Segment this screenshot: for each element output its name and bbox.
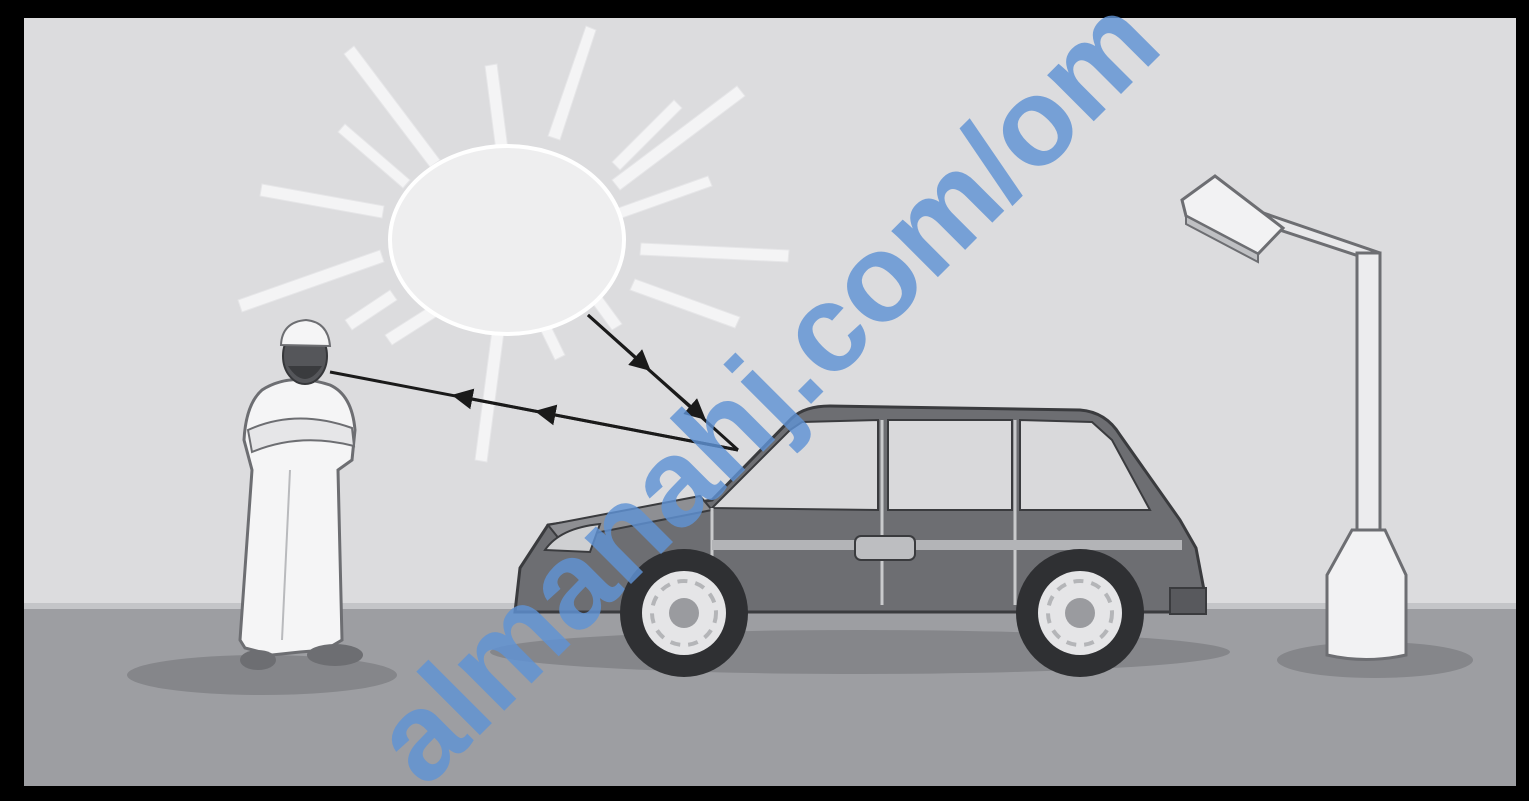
lamp-pole: [1355, 251, 1382, 540]
reflected-ray-arrow-1: [534, 404, 739, 452]
person-beard: [288, 366, 322, 379]
car-rear-wheel: [1016, 549, 1144, 677]
person-in-dishdasha: [238, 318, 363, 670]
car-trim-strip: [712, 540, 1182, 550]
person-right-foot: [307, 644, 363, 666]
car-window-middle: [887, 419, 1013, 511]
car-headlight: [543, 522, 602, 554]
person-folded-arms: [246, 417, 356, 454]
street-lamp: [1180, 174, 1408, 661]
person-robe-fold: [281, 469, 291, 641]
reflected-light-ray: [329, 313, 740, 452]
car-window-rear: [1019, 418, 1152, 511]
incident-ray-arrow-1: [587, 313, 651, 371]
car-rear-bumper: [1169, 587, 1207, 615]
lamp-head: [1180, 174, 1286, 256]
lamp-base: [1325, 528, 1408, 661]
person-left-foot: [240, 650, 276, 670]
car: [513, 404, 1207, 677]
car-windshield: [709, 418, 879, 512]
person-cap: [279, 318, 332, 348]
car-door-handle: [854, 535, 916, 561]
lamp-head-side: [1185, 214, 1259, 264]
sun: [388, 144, 626, 336]
incident-ray-arrow-2: [639, 360, 706, 420]
reflected-ray-arrow-2: [451, 388, 546, 415]
car-front-wheel: [620, 549, 748, 677]
